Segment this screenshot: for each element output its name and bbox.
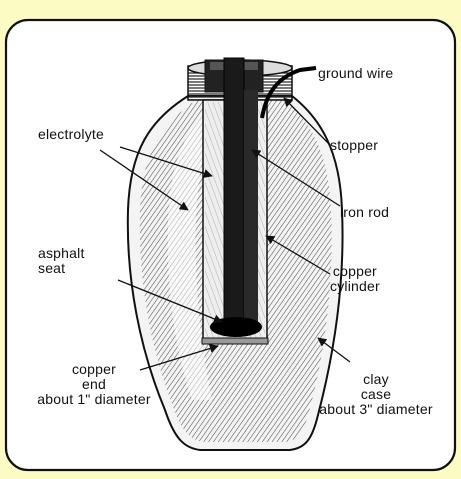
label-electrolyte: electrolyte xyxy=(38,127,104,142)
label-stopper: stopper xyxy=(330,138,378,153)
label-clay-case-line2: case xyxy=(300,387,452,402)
label-copper-end-line2: end xyxy=(14,377,174,392)
label-asphalt-seat-line1: asphalt xyxy=(38,246,85,261)
label-asphalt-seat-line2: seat xyxy=(38,261,85,276)
label-copper-end: copper end about 1" diameter xyxy=(14,362,174,407)
label-asphalt-seat: asphalt seat xyxy=(38,246,85,276)
label-copper-end-line1: copper xyxy=(14,362,174,377)
label-copper-end-line3: about 1" diameter xyxy=(14,392,174,407)
label-iron-rod: iron rod xyxy=(340,205,389,220)
label-copper-cylinder-line2: cylinder xyxy=(330,279,380,294)
label-clay-case: clay case about 3" diameter xyxy=(300,372,452,417)
iron-rod-right xyxy=(244,90,258,328)
label-copper-cylinder: copper cylinder xyxy=(330,264,380,294)
label-copper-cylinder-line1: copper xyxy=(330,264,380,279)
label-clay-case-line3: about 3" diameter xyxy=(300,402,452,417)
copper-end-plate xyxy=(202,338,268,344)
iron-rod xyxy=(224,58,244,328)
label-clay-case-line1: clay xyxy=(300,372,452,387)
label-ground-wire: ground wire xyxy=(318,66,393,81)
